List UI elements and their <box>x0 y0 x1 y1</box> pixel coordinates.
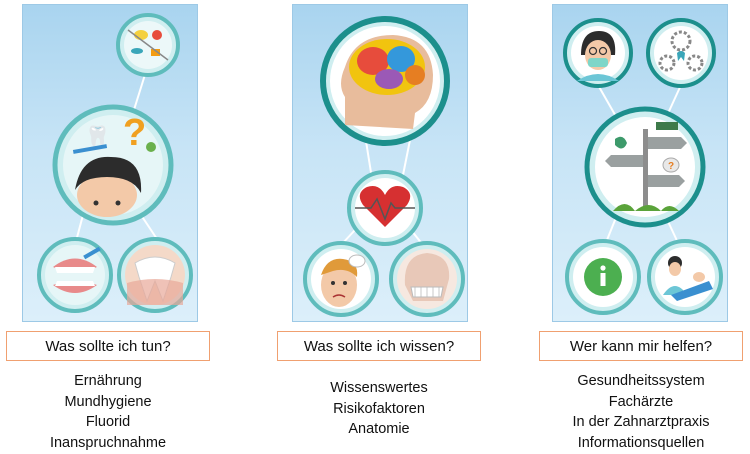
list-who-can-help: Gesundheitssystem Fachärzte In der Zahna… <box>539 371 743 453</box>
panel-what-to-do: ? 🦷 <box>22 4 198 322</box>
list-what-to-do: Ernährung Mundhygiene Fluorid Inanspruch… <box>6 371 210 453</box>
dentures-icon <box>37 237 113 313</box>
heart-icon <box>347 170 423 246</box>
brain-head-icon <box>320 16 450 146</box>
panel-who-can-help: ? <box>552 4 728 322</box>
list-item: Fachärzte <box>608 393 674 410</box>
confused-person-icon: ? 🦷 <box>52 104 174 226</box>
svg-text:🦷: 🦷 <box>85 124 110 148</box>
panel-what-to-know <box>292 4 468 322</box>
list-item: Informationsquellen <box>577 434 705 451</box>
list-item: Risikofaktoren <box>333 400 425 417</box>
heading-what-to-know: Was sollte ich wissen? <box>277 331 481 361</box>
list-item: In der Zahnarztpraxis <box>572 414 710 430</box>
toothache-face-icon <box>303 241 379 317</box>
svg-text:?: ? <box>668 161 674 172</box>
food-icon <box>116 13 180 77</box>
list-item: Anatomie <box>348 421 410 437</box>
signpost-icon: ? <box>584 106 706 228</box>
heading-who-can-help: Wer kann mir helfen? <box>539 331 743 361</box>
heading-what-to-do: Was sollte ich tun? <box>6 331 210 361</box>
skull-anatomy-icon <box>389 241 465 317</box>
dental-settings-icon <box>646 18 716 88</box>
list-item: Fluorid <box>85 414 131 430</box>
dentist-icon <box>563 18 633 88</box>
svg-text:?: ? <box>123 112 146 154</box>
tooth-root-icon <box>117 237 193 313</box>
list-item: Inanspruchnahme <box>49 434 167 451</box>
list-what-to-know: Wissenswertes Risikofaktoren Anatomie <box>277 378 481 440</box>
list-item: Ernährung <box>74 373 142 389</box>
dental-treatment-icon <box>647 239 723 315</box>
list-item: Gesundheitssystem <box>577 373 705 389</box>
list-item: Mundhygiene <box>64 393 152 410</box>
info-icon <box>565 239 641 315</box>
list-item: Wissenswertes <box>330 380 428 396</box>
